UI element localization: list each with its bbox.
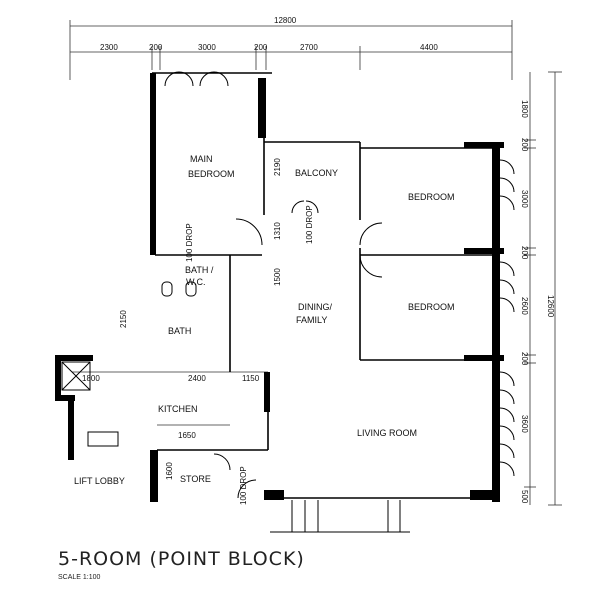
drop-label-2: 100 DROP xyxy=(305,205,314,244)
dim-top-6: 4400 xyxy=(420,43,438,52)
kitchen-label: KITCHEN xyxy=(158,404,198,414)
dim-corridor: 1310 xyxy=(273,222,282,240)
bedroom-1-label: BEDROOM xyxy=(408,192,455,202)
dim-store: 1600 xyxy=(165,462,174,480)
dim-right-total: 12600 xyxy=(546,295,555,318)
dim-kitchen-width: 1650 xyxy=(178,431,196,440)
drop-label-1: 100 DROP xyxy=(185,223,194,262)
plan-scale: SCALE 1:100 xyxy=(58,574,101,581)
door-swings xyxy=(164,71,515,499)
dim-right-1: 1800 xyxy=(520,100,529,118)
dimension-lines xyxy=(69,20,562,506)
dim-kitchen-2: 2400 xyxy=(188,374,206,383)
dim-balcony: 2190 xyxy=(273,158,282,176)
dim-dining: 1500 xyxy=(273,268,282,286)
dim-total-width: 12800 xyxy=(274,16,297,25)
dim-right-2: 200 xyxy=(520,138,529,152)
dim-right-7: 3600 xyxy=(520,415,529,433)
dim-bath: 2150 xyxy=(119,310,128,328)
dining-label-2: FAMILY xyxy=(296,315,327,325)
dim-right-8: 500 xyxy=(520,490,529,504)
living-room-label: LIVING ROOM xyxy=(357,428,417,438)
bath-label-2: W.C. xyxy=(186,277,206,287)
dim-right-5: 2600 xyxy=(520,297,529,315)
store-label: STORE xyxy=(180,474,211,484)
bedroom-2-label: BEDROOM xyxy=(408,302,455,312)
dim-kitchen-3: 1150 xyxy=(242,374,260,383)
dim-right-4: 200 xyxy=(520,246,529,260)
dim-top-3: 3000 xyxy=(198,43,216,52)
plan-title: 5-ROOM (POINT BLOCK) xyxy=(58,548,305,570)
fixtures xyxy=(61,281,410,533)
thick-walls xyxy=(55,73,504,502)
dim-top-1: 2300 xyxy=(100,43,118,52)
dim-right-3: 3000 xyxy=(520,190,529,208)
dim-top-5: 2700 xyxy=(300,43,318,52)
dim-right-6: 200 xyxy=(520,352,529,366)
balcony-label: BALCONY xyxy=(295,168,338,178)
lift-lobby-label: LIFT LOBBY xyxy=(74,476,125,486)
dim-top-4: 200 xyxy=(254,43,268,52)
bath-2-label: BATH xyxy=(168,326,191,336)
main-bedroom-label-2: BEDROOM xyxy=(188,169,235,179)
bath-label-1: BATH / xyxy=(185,265,214,275)
dim-kitchen-1: 1800 xyxy=(82,374,100,383)
dim-top-2: 200 xyxy=(149,43,163,52)
main-bedroom-label-1: MAIN xyxy=(190,154,213,164)
drop-label-3: 100 DROP xyxy=(239,466,248,505)
dining-label-1: DINING/ xyxy=(298,302,333,312)
